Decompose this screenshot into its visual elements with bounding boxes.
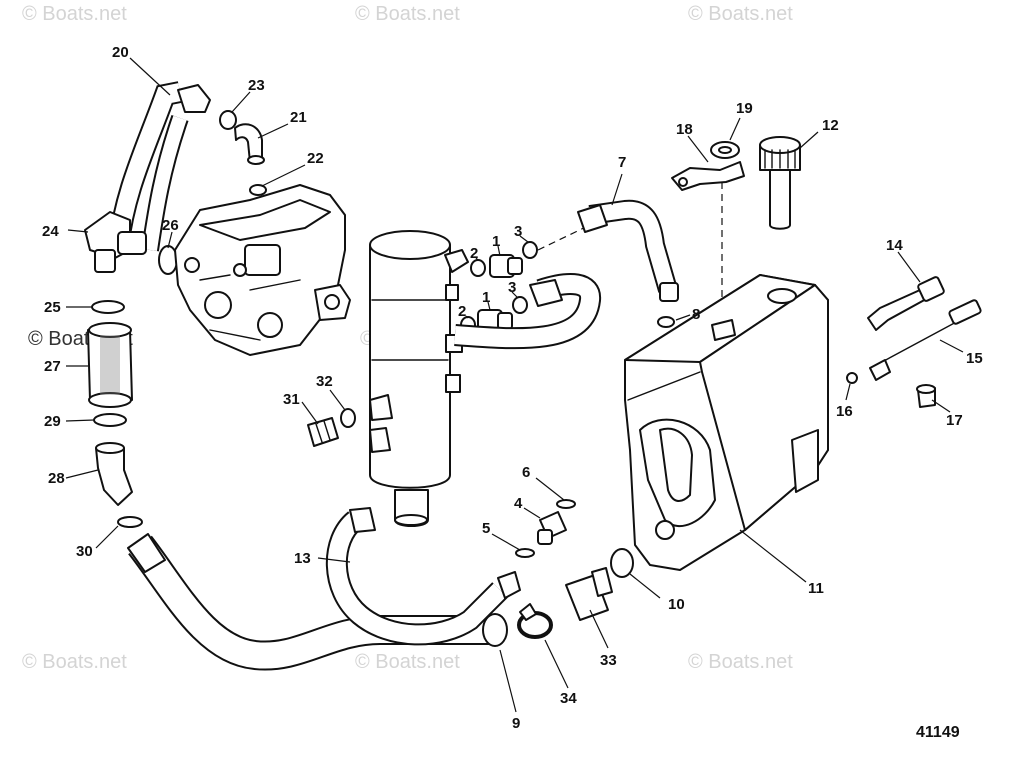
plug-17 [916, 384, 936, 408]
elbow-28 [95, 442, 133, 506]
coupling-27 [87, 322, 133, 408]
callout-2-upper: 2 [470, 245, 478, 262]
callout-6: 6 [522, 464, 530, 481]
watermark: © Boats.net [688, 3, 793, 25]
fitting-33 [565, 567, 613, 621]
o-ring-8 [657, 316, 675, 328]
callout-1-lower: 1 [482, 289, 490, 306]
watermark: © Boats.net [688, 651, 793, 673]
callout-21: 21 [290, 109, 307, 126]
plug-31 [307, 417, 339, 447]
callout-12: 12 [822, 117, 839, 134]
watermark: © Boats.net [22, 651, 127, 673]
o-ring-6 [556, 499, 576, 509]
callout-3-lower: 3 [508, 279, 516, 296]
hose-7 [577, 199, 679, 302]
callout-25: 25 [44, 299, 61, 316]
callout-16: 16 [836, 403, 853, 420]
callout-19: 19 [736, 100, 753, 117]
fitting-4 [537, 511, 567, 545]
callout-13: 13 [294, 550, 311, 567]
o-ring-29 [93, 413, 127, 427]
callout-4: 4 [514, 495, 523, 512]
watermark: © Boats.net [22, 3, 127, 25]
callout-26: 26 [162, 217, 179, 234]
fill-cap-12 [759, 136, 801, 230]
clamp-34 [517, 603, 553, 639]
callout-33: 33 [600, 652, 617, 669]
callout-7: 7 [618, 154, 626, 171]
washer-32 [340, 408, 356, 428]
alignment-line [537, 224, 591, 251]
hose-13 [325, 507, 521, 646]
sender-15 [869, 299, 982, 381]
callout-5: 5 [482, 520, 490, 537]
pump-assembly [174, 184, 351, 356]
grommet-19 [710, 141, 740, 159]
callout-10: 10 [668, 596, 685, 613]
callout-32: 32 [316, 373, 333, 390]
watermark: © Boats.net [355, 651, 460, 673]
o-ring-23 [219, 110, 237, 130]
o-ring-25 [91, 300, 125, 314]
callout-15: 15 [966, 350, 983, 367]
callout-8: 8 [692, 306, 700, 323]
o-ring-22 [249, 184, 267, 196]
watermark: © Boats.net [355, 3, 460, 25]
o-ring-16 [846, 372, 858, 384]
callout-28: 28 [48, 470, 65, 487]
bracket-18 [671, 161, 745, 191]
callout-23: 23 [248, 77, 265, 94]
leader-lines [65, 57, 964, 713]
callout-3-upper: 3 [514, 223, 522, 240]
callout-31: 31 [283, 391, 300, 408]
callout-17: 17 [946, 412, 963, 429]
callout-9: 9 [512, 715, 520, 732]
hose-9 [127, 533, 508, 671]
o-ring-10 [610, 548, 634, 578]
o-ring-30 [117, 516, 143, 528]
callout-27: 27 [44, 358, 61, 375]
callout-2-lower: 2 [458, 303, 466, 320]
callout-29: 29 [44, 413, 61, 430]
figure-number: 41149 [916, 724, 960, 741]
hose-return [454, 273, 601, 350]
callout-18: 18 [676, 121, 693, 138]
callout-14: 14 [886, 237, 903, 254]
fitting-24 [84, 211, 147, 273]
callout-34: 34 [560, 690, 577, 707]
reservoir-tank-11 [624, 274, 829, 571]
callouts: 20 23 21 22 24 26 25 27 29 28 30 31 32 2… [42, 44, 983, 732]
callout-20: 20 [112, 44, 129, 61]
callout-30: 30 [76, 543, 93, 560]
callout-22: 22 [307, 150, 324, 167]
cooler-canister [369, 230, 469, 527]
fitting-group-upper [470, 241, 538, 278]
callout-1-upper: 1 [492, 233, 500, 250]
sensor-14 [867, 276, 945, 331]
o-ring-5 [515, 548, 535, 558]
callout-24: 24 [42, 223, 59, 240]
callout-11: 11 [808, 580, 824, 597]
elbow-21 [234, 123, 265, 165]
